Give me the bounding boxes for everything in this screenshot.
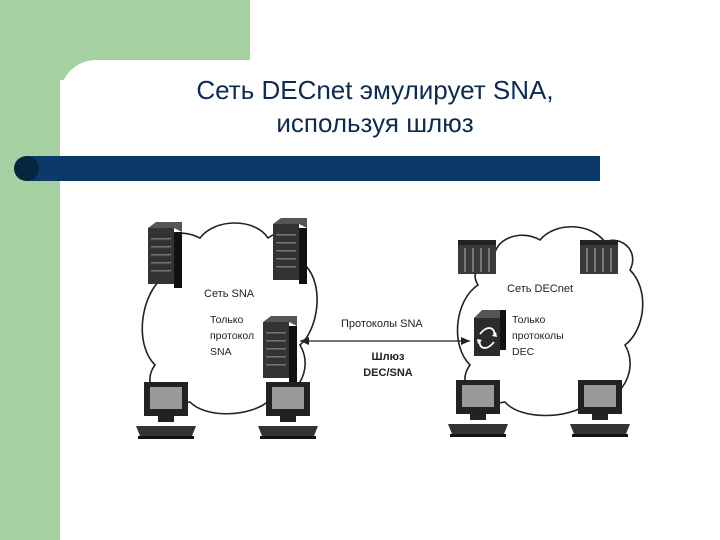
sna-note-line: протокол (210, 330, 254, 342)
dec-note-line: протоколы (512, 330, 564, 342)
link-label: Протоколы SNA (341, 318, 423, 330)
sna-mainframe-icon (273, 218, 307, 284)
dec-terminal-icon (448, 380, 508, 437)
title-line-1: Сеть DECnet эмулирует SNA, (196, 75, 554, 105)
dec-note-line: DEC (512, 346, 535, 358)
sna-terminal-icon (258, 382, 318, 439)
sna-protocol-link (300, 337, 470, 345)
dec-note-line: Только (512, 314, 546, 326)
gateway-label-line: Шлюз (372, 351, 405, 363)
dec-terminal-icon (570, 380, 630, 437)
sna-note-line: Только (210, 314, 244, 326)
sna-network-label: Сеть SNA (204, 288, 255, 300)
decnet-network-label: Сеть DECnet (507, 283, 573, 295)
sna-mainframe-icon (148, 222, 182, 288)
green-decor-left (0, 0, 60, 540)
dec-host-icon (580, 240, 618, 274)
dec-host-icon (458, 240, 496, 274)
title-line-2: используя шлюз (276, 108, 474, 138)
title-divider-bar (14, 156, 600, 181)
gateway-icon (474, 310, 506, 356)
sna-terminal-icon (136, 382, 196, 439)
sna-note-line: SNA (210, 346, 232, 358)
gateway-label-line: DEC/SNA (363, 367, 413, 379)
slide-title: Сеть DECnet эмулирует SNA, используя шлю… (110, 74, 640, 140)
